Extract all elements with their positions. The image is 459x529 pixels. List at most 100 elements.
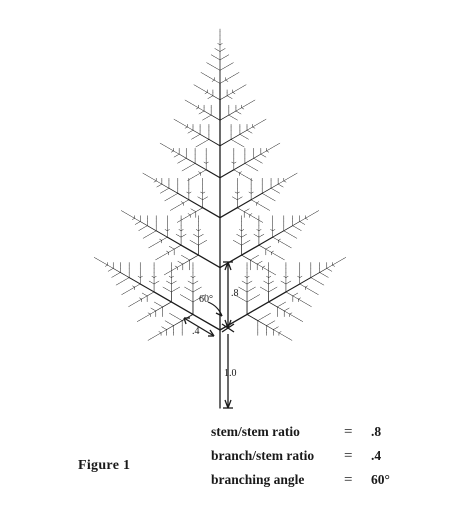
fern-segment: [189, 289, 194, 293]
fern-segment: [294, 172, 298, 175]
fern-segment: [195, 145, 199, 148]
fern-segment: [257, 317, 263, 321]
fern-segment: [288, 175, 293, 179]
fern-segment: [173, 193, 179, 197]
fern-segment: [297, 318, 301, 321]
fern-segment: [157, 256, 161, 259]
fern-segment: [141, 295, 148, 300]
fern-segment: [200, 191, 203, 194]
upper-stem-arrow-top-left: [224, 261, 229, 271]
fern-segment: [246, 289, 251, 293]
fern-segment: [202, 89, 208, 93]
fern-segment: [170, 301, 194, 316]
fern-segment: [254, 295, 258, 298]
fern-segment: [179, 294, 183, 297]
fern-segment: [250, 288, 254, 291]
fern-segment: [207, 92, 214, 96]
fern-segment: [204, 116, 208, 120]
fern-segment: [236, 295, 240, 298]
fern-segment: [187, 131, 191, 134]
fern-segment: [112, 268, 121, 273]
fern-segment: [184, 126, 188, 129]
fern-segment: [184, 297, 189, 300]
fern-segment: [130, 303, 134, 306]
fern-segment: [198, 286, 202, 289]
fern-segment: [147, 338, 151, 341]
fern-segment: [151, 177, 157, 182]
fern-segment: [239, 134, 244, 137]
fern-segment: [118, 281, 122, 285]
fern-segment: [96, 258, 100, 261]
fern-segment: [273, 327, 277, 330]
fern-segment: [171, 276, 174, 278]
lower-stem-arrow-bottom-left: [224, 399, 229, 409]
fern-segment: [309, 289, 314, 292]
fern-segment: [238, 235, 242, 238]
fern-segment: [183, 234, 187, 236]
fern-segment: [250, 192, 263, 201]
fern-segment: [239, 196, 243, 199]
fern-segment: [188, 299, 194, 303]
fern-segment: [283, 276, 287, 278]
fern-segment: [255, 169, 259, 172]
fern-segment: [232, 92, 236, 94]
fern-segment: [180, 201, 184, 204]
fern-segment: [180, 244, 200, 256]
fern-segment: [292, 294, 296, 297]
fern-segment: [189, 177, 193, 180]
fern-segment: [187, 101, 191, 104]
fern-segment: [169, 195, 174, 199]
fern-segment: [316, 210, 320, 213]
fern-segment: [107, 264, 114, 269]
fern-segment: [126, 289, 131, 292]
fern-segment: [271, 288, 276, 291]
parameter-table: stem/stem ratio = .8 branch/stem ratio =…: [211, 424, 431, 496]
fern-segment: [274, 190, 278, 193]
fern-segment: [285, 276, 289, 278]
fern-segment: [318, 281, 322, 285]
fern-segment: [321, 283, 325, 286]
fern-segment: [150, 307, 154, 310]
fern-segment: [203, 161, 207, 164]
fern-segment: [289, 338, 293, 341]
fern-segment: [247, 240, 251, 242]
fern-segment: [177, 260, 181, 263]
fern-segment: [214, 79, 221, 84]
branch-label: .4: [192, 326, 200, 337]
fern-segment: [179, 262, 184, 265]
fern-segment: [288, 280, 292, 283]
fern-segment: [325, 275, 329, 278]
fern-segment: [140, 227, 145, 230]
fern-segment: [198, 112, 202, 115]
fern-segment: [156, 303, 160, 306]
parameter-value: .4: [371, 448, 382, 463]
fern-segment: [168, 148, 174, 152]
fern-segment: [275, 254, 280, 258]
fern-segment: [293, 316, 298, 319]
fern-segment: [265, 247, 269, 250]
fern-segment: [173, 150, 180, 155]
fern-segment: [268, 301, 278, 308]
fern-segment: [256, 121, 262, 125]
fern-segment: [276, 306, 285, 312]
fern-segment: [271, 252, 277, 256]
fern-segment: [249, 214, 255, 218]
junction-cross-b: [221, 323, 235, 333]
fern-segment: [205, 196, 208, 199]
fern-segment: [272, 236, 279, 241]
fern-segment: [183, 199, 190, 204]
fern-segment: [168, 187, 179, 194]
fern-segment: [219, 207, 238, 219]
fern-segment: [205, 161, 209, 164]
fern-segment: [310, 272, 321, 278]
fern-segment: [234, 294, 237, 297]
fern-segment: [240, 85, 245, 88]
fern-segment: [236, 199, 252, 209]
fern-segment: [219, 67, 225, 71]
fern-segment: [144, 174, 149, 177]
fern-segment: [190, 211, 197, 216]
fern-segment: [148, 246, 152, 249]
parameter-name: branch/stem ratio: [211, 448, 315, 463]
parameter-value: .8: [371, 424, 382, 439]
fern-segment: [197, 143, 202, 146]
